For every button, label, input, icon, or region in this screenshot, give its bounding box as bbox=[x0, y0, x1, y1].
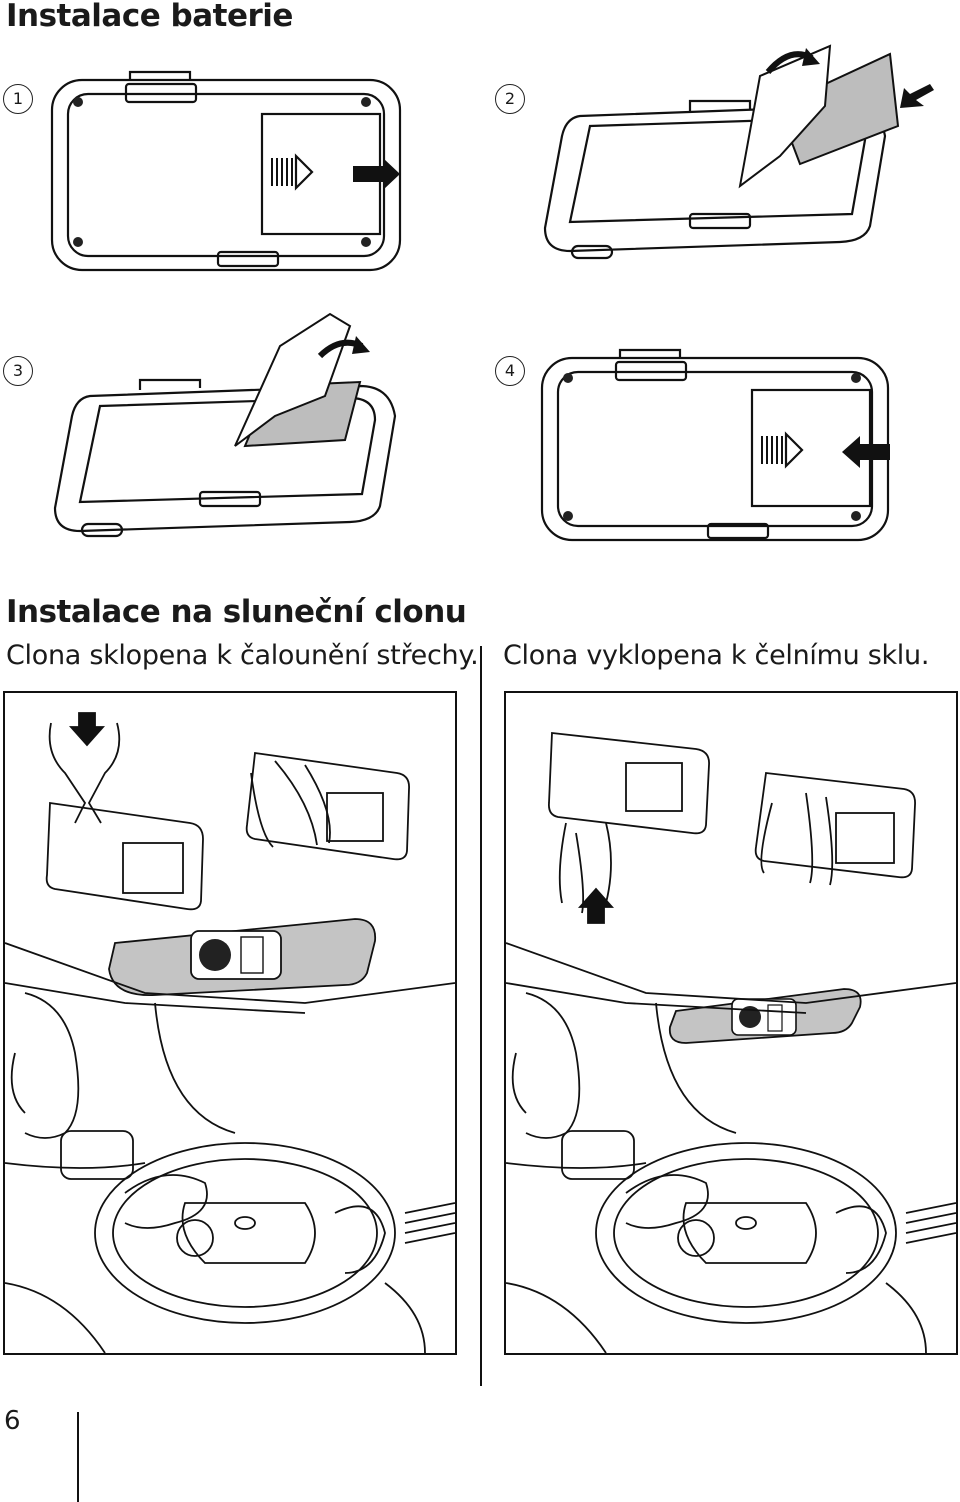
footer-rule bbox=[77, 1412, 79, 1502]
battery-step-3-figure bbox=[53, 312, 397, 538]
caption-visor-unfolded: Clona vyklopena k čelnímu sklu. bbox=[503, 640, 930, 671]
page-number: 6 bbox=[4, 1406, 21, 1436]
step-number-3: 3 bbox=[3, 356, 33, 386]
car-interior-right-drawing bbox=[505, 731, 957, 1354]
section-title-battery: Instalace baterie bbox=[6, 0, 293, 34]
step-number-4: 4 bbox=[495, 356, 525, 386]
illustration-visor-unfolded bbox=[504, 691, 958, 1355]
step-number-2: 2 bbox=[495, 84, 525, 114]
illustration-visor-folded bbox=[3, 691, 457, 1355]
caption-visor-folded: Clona sklopena k čalounění střechy. bbox=[6, 640, 479, 671]
car-interior-left-drawing bbox=[4, 712, 456, 1354]
battery-step-2-figure bbox=[543, 44, 934, 260]
column-divider bbox=[480, 646, 482, 1386]
section-title-visor: Instalace na sluneční clonu bbox=[6, 594, 467, 630]
battery-step-1-figure bbox=[50, 70, 402, 272]
battery-step-4-figure bbox=[540, 348, 890, 542]
step-number-1: 1 bbox=[3, 84, 33, 114]
